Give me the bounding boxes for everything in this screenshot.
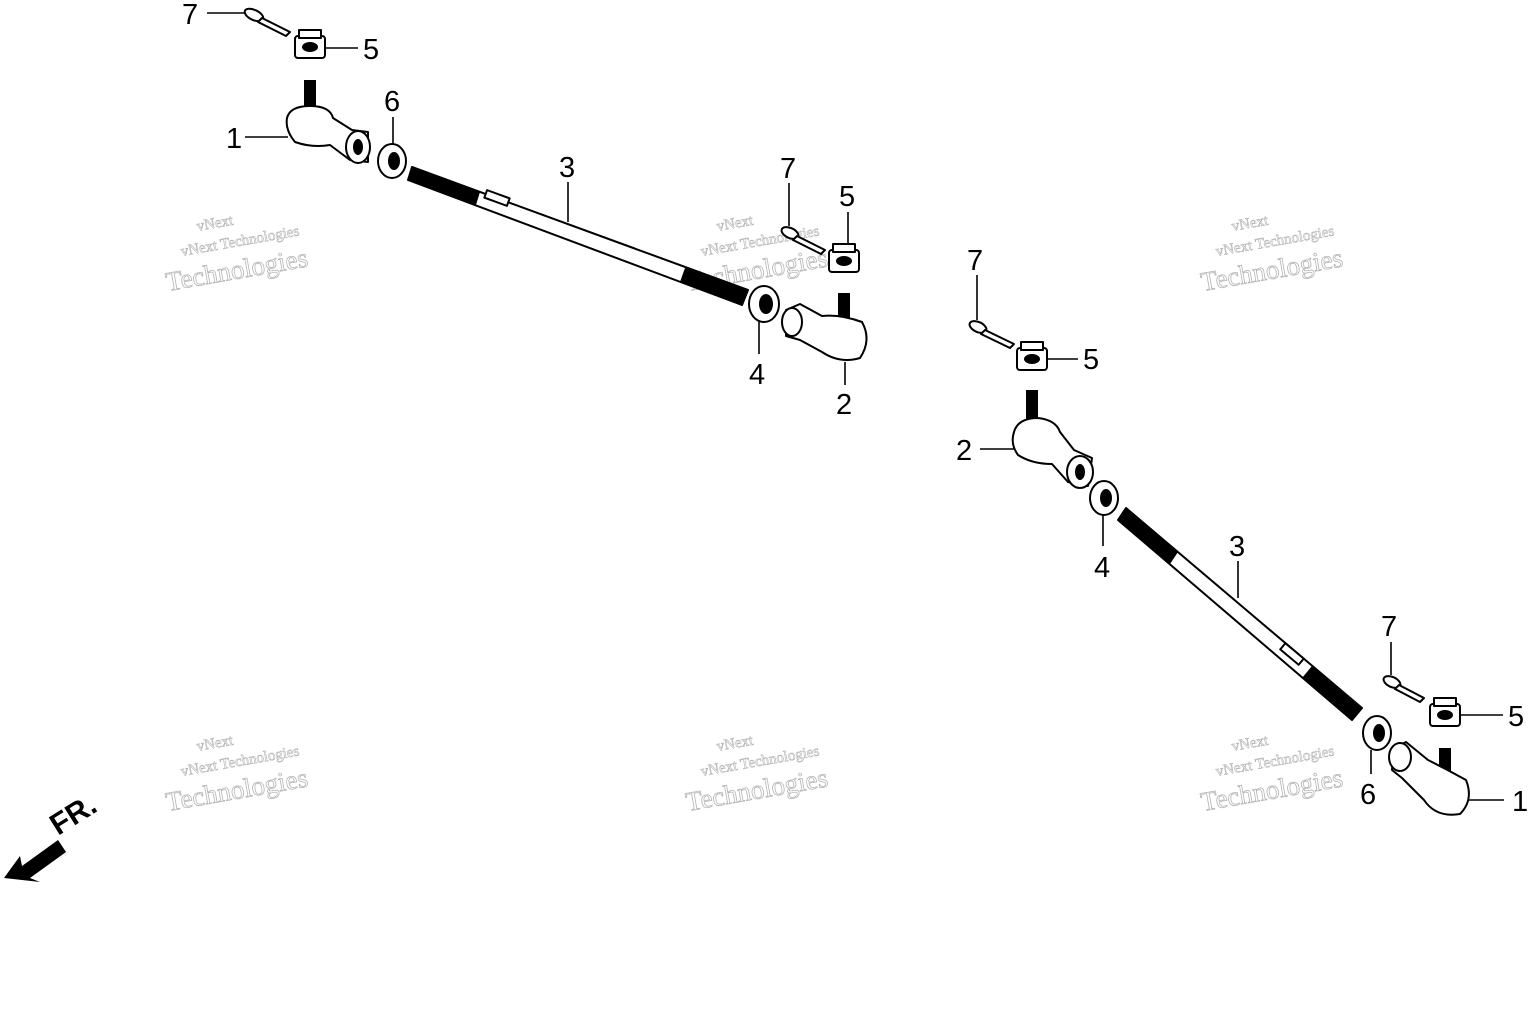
lock-nut [377,143,407,179]
callout-castle-nut: 5 [839,181,855,213]
callout-lock-nut: 4 [1094,552,1110,584]
callout-castle-nut: 5 [1083,344,1099,376]
castle-nut [1429,697,1461,727]
callout-tie-rod: 3 [559,152,575,184]
watermark-vnext: vNext [196,213,236,235]
callout-cotter-pin: 7 [182,0,198,31]
callout-cotter-pin: 7 [780,153,796,185]
callout-castle-nut: 5 [363,34,379,66]
watermark-bottom-left: vNext vNext Technologies Technologies [163,732,310,817]
callout-cotter-pin: 7 [967,245,983,277]
lock-nut [1362,715,1392,751]
tie-rod-end [1011,390,1094,489]
tie-rod [407,166,749,306]
castle-nut [294,29,326,59]
watermark-bottom-center: vNext vNext Technologies Technologies [683,732,830,817]
front-arrow-icon [4,840,66,882]
callout-tie-rod: 3 [1229,531,1245,563]
front-label: FR. [44,788,102,842]
tie-rod-end [285,80,371,164]
watermark-vnext: vNext [716,733,756,755]
tie-rod [1117,507,1363,721]
callout-cotter-pin: 7 [1381,611,1397,643]
watermark-top-left: vNext vNext Technologies Technologies [163,212,310,297]
watermark-bottom-right: vNext vNext Technologies Technologies [1198,732,1345,817]
tie-rod-assembly-left: 7 5 1 6 3 [182,0,868,421]
tie-rod-assembly-right: 7 5 2 4 3 [956,245,1528,818]
callout-tie-rod-end: 2 [836,389,852,421]
front-direction-indicator: FR. [4,788,103,882]
lock-nut [748,285,780,323]
watermark-top-right: vNext vNext Technologies Technologies [1198,212,1345,297]
watermark-vnext: vNext [1231,733,1271,755]
castle-nut [1016,341,1048,371]
watermark-vnext: vNext [716,213,756,235]
callout-lock-nut: 6 [384,86,400,118]
castle-nut [828,243,860,273]
callout-castle-nut: 5 [1508,701,1524,733]
cotter-pin [780,226,826,255]
callout-lock-nut: 4 [749,359,765,391]
callout-lock-nut: 6 [1360,779,1376,811]
tie-rod-end [781,293,868,361]
cotter-pin [243,7,291,37]
tie-rod-end [1388,741,1470,816]
watermark-vnext: vNext [196,733,236,755]
cotter-pin [1382,675,1425,703]
cotter-pin [968,320,1015,349]
lock-nut [1089,480,1119,516]
callout-tie-rod-end: 1 [1512,786,1528,818]
callout-tie-rod-end: 2 [956,435,972,467]
watermark-vnext: vNext [1231,213,1271,235]
callout-tie-rod-end: 1 [226,123,242,155]
